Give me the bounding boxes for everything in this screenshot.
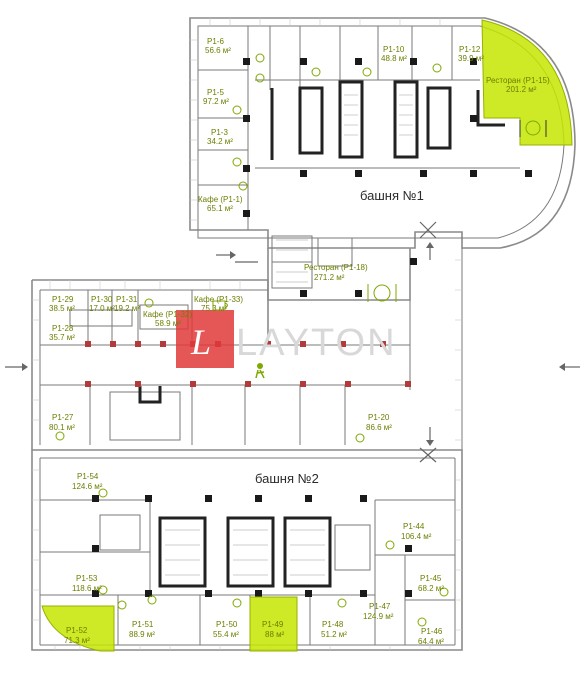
unit-p1-30-area: 17.0 м² [89, 304, 115, 313]
unit-p1-46-area: 64.4 м² [418, 637, 444, 646]
unit-p1-6-name[interactable]: P1-6 [207, 37, 224, 46]
entrance-arrows [5, 242, 580, 446]
unit-p1-27-name[interactable]: P1-27 [52, 413, 74, 422]
unit-p1-28-area: 35.7 м² [49, 333, 75, 342]
unit-p1-50-area: 55.4 м² [213, 630, 239, 639]
cafe-icon [212, 300, 228, 311]
unit-p1-52-highlight[interactable] [41, 605, 115, 652]
unit-p1-47-name[interactable]: P1-47 [369, 602, 391, 611]
unit-p1-54-area: 124.6 м² [72, 482, 103, 491]
unit-p1-1-name[interactable]: Кафе (P1-1) [198, 195, 243, 204]
tower-1-label: башня №1 [360, 188, 424, 203]
unit-p1-18-area: 271.2 м² [314, 273, 345, 282]
unit-p1-49-highlight[interactable] [249, 596, 298, 652]
logo-mark-letter: L [190, 322, 211, 362]
door-marks [419, 221, 437, 463]
unit-p1-3-area: 34.2 м² [207, 137, 233, 146]
unit-p1-15-highlight[interactable] [481, 19, 573, 146]
unit-p1-44-area: 106.4 м² [401, 532, 432, 541]
unit-p1-54-name[interactable]: P1-54 [77, 472, 99, 481]
unit-p1-20-name[interactable]: P1-20 [368, 413, 390, 422]
logo-text: LAYTON [236, 322, 397, 364]
exit-icon [255, 363, 265, 379]
unit-p1-50-name[interactable]: P1-50 [216, 620, 238, 629]
unit-p1-31-name[interactable]: P1-31 [116, 295, 138, 304]
unit-p1-28-name[interactable]: P1-28 [52, 324, 74, 333]
unit-markers [55, 53, 449, 627]
unit-p1-1-area: 65.1 м² [207, 204, 233, 213]
unit-p1-5-area: 97.2 м² [203, 97, 229, 106]
unit-p1-27-area: 80.1 м² [49, 423, 75, 432]
unit-p1-53-area: 118.6 м² [72, 584, 102, 593]
unit-p1-3-name[interactable]: P1-3 [211, 128, 228, 137]
unit-p1-49-area: 88 м² [265, 630, 285, 639]
tower-2-structure [31, 449, 463, 652]
unit-p1-15-area: 201.2 м² [506, 85, 537, 94]
unit-p1-15-name[interactable]: Ресторан (P1-15) [486, 76, 550, 85]
layton-logo: L LAYTON [176, 310, 397, 368]
unit-p1-20-area: 86.6 м² [366, 423, 392, 432]
unit-p1-10-area: 48.8 м² [381, 54, 407, 63]
connector-structure [267, 235, 463, 470]
unit-p1-46-name[interactable]: P1-46 [421, 627, 443, 636]
unit-p1-18-name[interactable]: Ресторан (P1-18) [304, 263, 368, 272]
tower-1-structure [189, 17, 576, 249]
left-wing-structure [31, 279, 411, 450]
unit-p1-30-name[interactable]: P1-30 [91, 295, 113, 304]
unit-p1-12-area: 39.9 м² [458, 54, 484, 63]
unit-p1-48-name[interactable]: P1-48 [322, 620, 344, 629]
restaurant-icon [367, 284, 397, 302]
unit-p1-10-name[interactable]: P1-10 [383, 45, 405, 54]
unit-p1-44-name[interactable]: P1-44 [403, 522, 425, 531]
unit-p1-52-name[interactable]: P1-52 [66, 626, 88, 635]
unit-p1-29-name[interactable]: P1-29 [52, 295, 74, 304]
unit-p1-29-area: 38.5 м² [49, 304, 75, 313]
unit-p1-31-area: 19.2 м² [114, 304, 140, 313]
unit-p1-5-name[interactable]: P1-5 [207, 88, 224, 97]
logo-mark [176, 310, 234, 368]
unit-p1-33-area: 75.3 м² [201, 304, 227, 313]
unit-p1-51-name[interactable]: P1-51 [132, 620, 154, 629]
unit-p1-53-name[interactable]: P1-53 [76, 574, 98, 583]
unit-p1-52-area: 71.3 м² [64, 636, 90, 645]
unit-p1-45-area: 68.2 м² [418, 584, 444, 593]
unit-p1-51-area: 88.9 м² [129, 630, 155, 639]
unit-p1-33-name[interactable]: Кафе (P1-33) [194, 295, 243, 304]
unit-p1-49-name[interactable]: P1-49 [262, 620, 284, 629]
unit-p1-48-area: 51.2 м² [321, 630, 347, 639]
unit-p1-12-name[interactable]: P1-12 [459, 45, 481, 54]
restaurant-icon [519, 120, 547, 137]
unit-p1-45-name[interactable]: P1-45 [420, 574, 442, 583]
unit-p1-6-area: 56.6 м² [205, 46, 231, 55]
unit-p1-32-area: 58.9 м² [155, 319, 181, 328]
tower-2-label: башня №2 [255, 471, 319, 486]
unit-p1-32-name[interactable]: Кафе (P1-32) [143, 310, 192, 319]
unit-labels: P1-6 56.6 м² P1-5 97.2 м² P1-3 34.2 м² К… [49, 37, 550, 646]
unit-p1-47-area: 124.9 м² [363, 612, 394, 621]
